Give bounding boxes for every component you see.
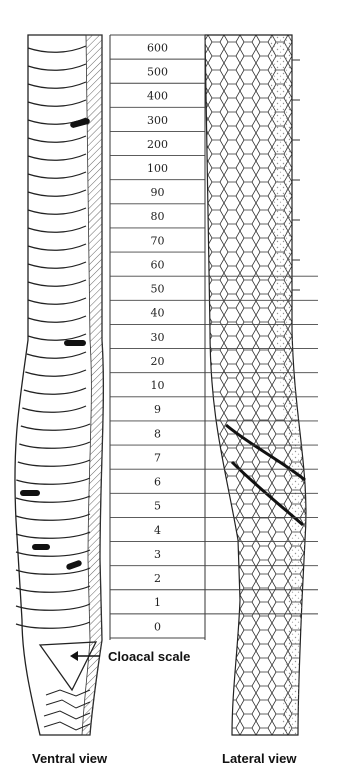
ventral-view-caption: Ventral view: [32, 751, 108, 766]
scale-label: 10: [151, 379, 165, 392]
scale-label: 50: [151, 283, 165, 296]
scale-label: 80: [151, 210, 165, 223]
scale-label: 1: [154, 596, 161, 609]
scale-label: 7: [154, 451, 161, 464]
scale-label: 0: [154, 620, 161, 633]
scale-label: 60: [151, 258, 165, 271]
lateral-row-ticks: [292, 60, 300, 290]
scale-label: 5: [154, 500, 161, 513]
scale-label: 70: [151, 234, 165, 247]
scale-label: 400: [147, 90, 168, 103]
scale-label: 8: [154, 427, 161, 440]
scale-label: 30: [151, 331, 165, 344]
scale-label: 200: [147, 138, 168, 151]
scale-label: 300: [147, 114, 168, 127]
scale-label: 6: [154, 476, 161, 489]
scale-label: 3: [154, 548, 161, 561]
scale-label: 100: [147, 162, 168, 175]
cloacal-scale-label: Cloacal scale: [108, 649, 190, 664]
scale-label: 500: [147, 66, 168, 79]
scale-label: 4: [154, 524, 161, 537]
ventral-view-body: [15, 35, 103, 735]
scale-label: 20: [151, 355, 165, 368]
scale-label: 90: [151, 186, 165, 199]
scale-label: 40: [151, 307, 165, 320]
lateral-view-body: [205, 35, 306, 735]
scale-label: 9: [154, 403, 161, 416]
scale-label: 600: [147, 41, 168, 54]
scale-label: 2: [154, 572, 161, 585]
scale-labels: 6005004003002001009080706050403020109876…: [147, 41, 168, 633]
lateral-view-caption: Lateral view: [222, 751, 297, 766]
